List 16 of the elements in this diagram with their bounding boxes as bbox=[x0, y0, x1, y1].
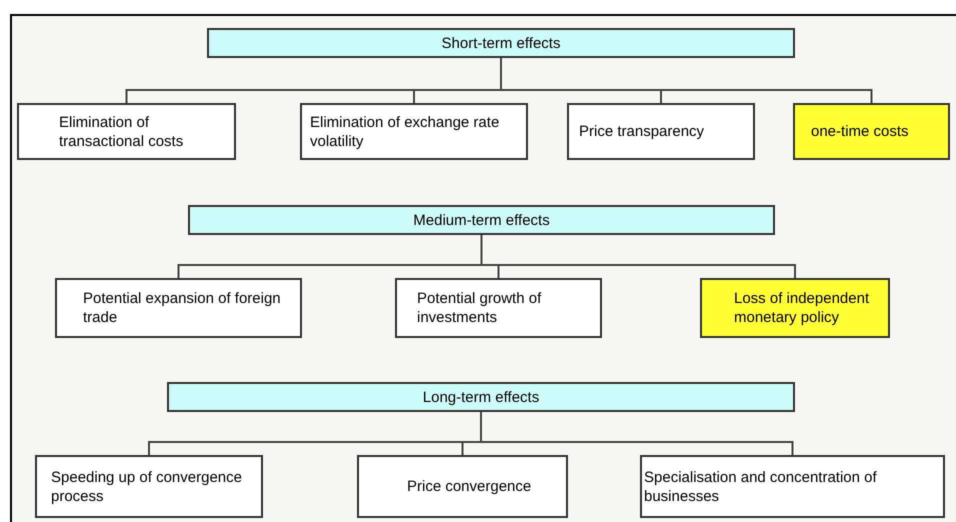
header-box: Medium-term effects bbox=[188, 205, 775, 235]
header-box: Short-term effects bbox=[207, 28, 795, 58]
effect-box: Elimination of exchange rate volatility bbox=[300, 103, 528, 160]
effect-box: Price transparency bbox=[567, 103, 755, 160]
effect-box: Price convergence bbox=[357, 455, 568, 518]
connector-line bbox=[500, 58, 872, 103]
effect-box: Loss of independent monetary policy bbox=[700, 278, 890, 338]
effect-box: one-time costs bbox=[793, 103, 950, 160]
connector-line bbox=[480, 412, 794, 455]
effect-box: Elimination of transactional costs bbox=[17, 103, 236, 160]
effect-box: Specialisation and concentration of businesses bbox=[640, 455, 945, 518]
effect-box: Speeding up of convergence process bbox=[35, 455, 263, 518]
effect-box: Potential growth of investments bbox=[395, 278, 602, 338]
connector-line bbox=[480, 235, 796, 278]
effect-box: Potential expansion of foreign trade bbox=[55, 278, 302, 338]
header-box: Long-term effects bbox=[167, 382, 795, 412]
